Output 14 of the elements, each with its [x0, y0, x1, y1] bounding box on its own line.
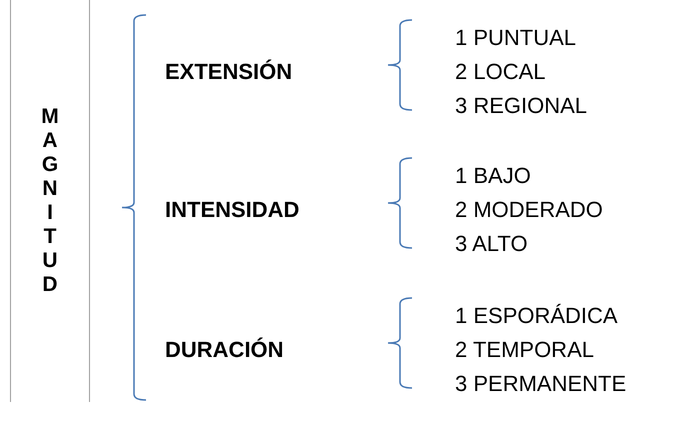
level-label: 3 ALTO	[455, 233, 528, 255]
vertical-title: MAGNITUD	[40, 104, 60, 296]
level-label: 3 PERMANENTE	[455, 373, 626, 395]
category-label: INTENSIDAD	[165, 199, 300, 221]
level-label: 1 ESPORÁDICA	[455, 305, 618, 327]
level-label: 2 MODERADO	[455, 199, 603, 221]
level-label: 3 REGIONAL	[455, 95, 588, 117]
title-box	[10, 0, 90, 402]
category-label: EXTENSIÓN	[165, 61, 292, 83]
category-label: DURACIÓN	[165, 339, 284, 361]
level-label: 2 TEMPORAL	[455, 339, 594, 361]
level-label: 2 LOCAL	[455, 61, 546, 83]
level-label: 1 BAJO	[455, 165, 531, 187]
level-label: 1 PUNTUAL	[455, 27, 576, 49]
